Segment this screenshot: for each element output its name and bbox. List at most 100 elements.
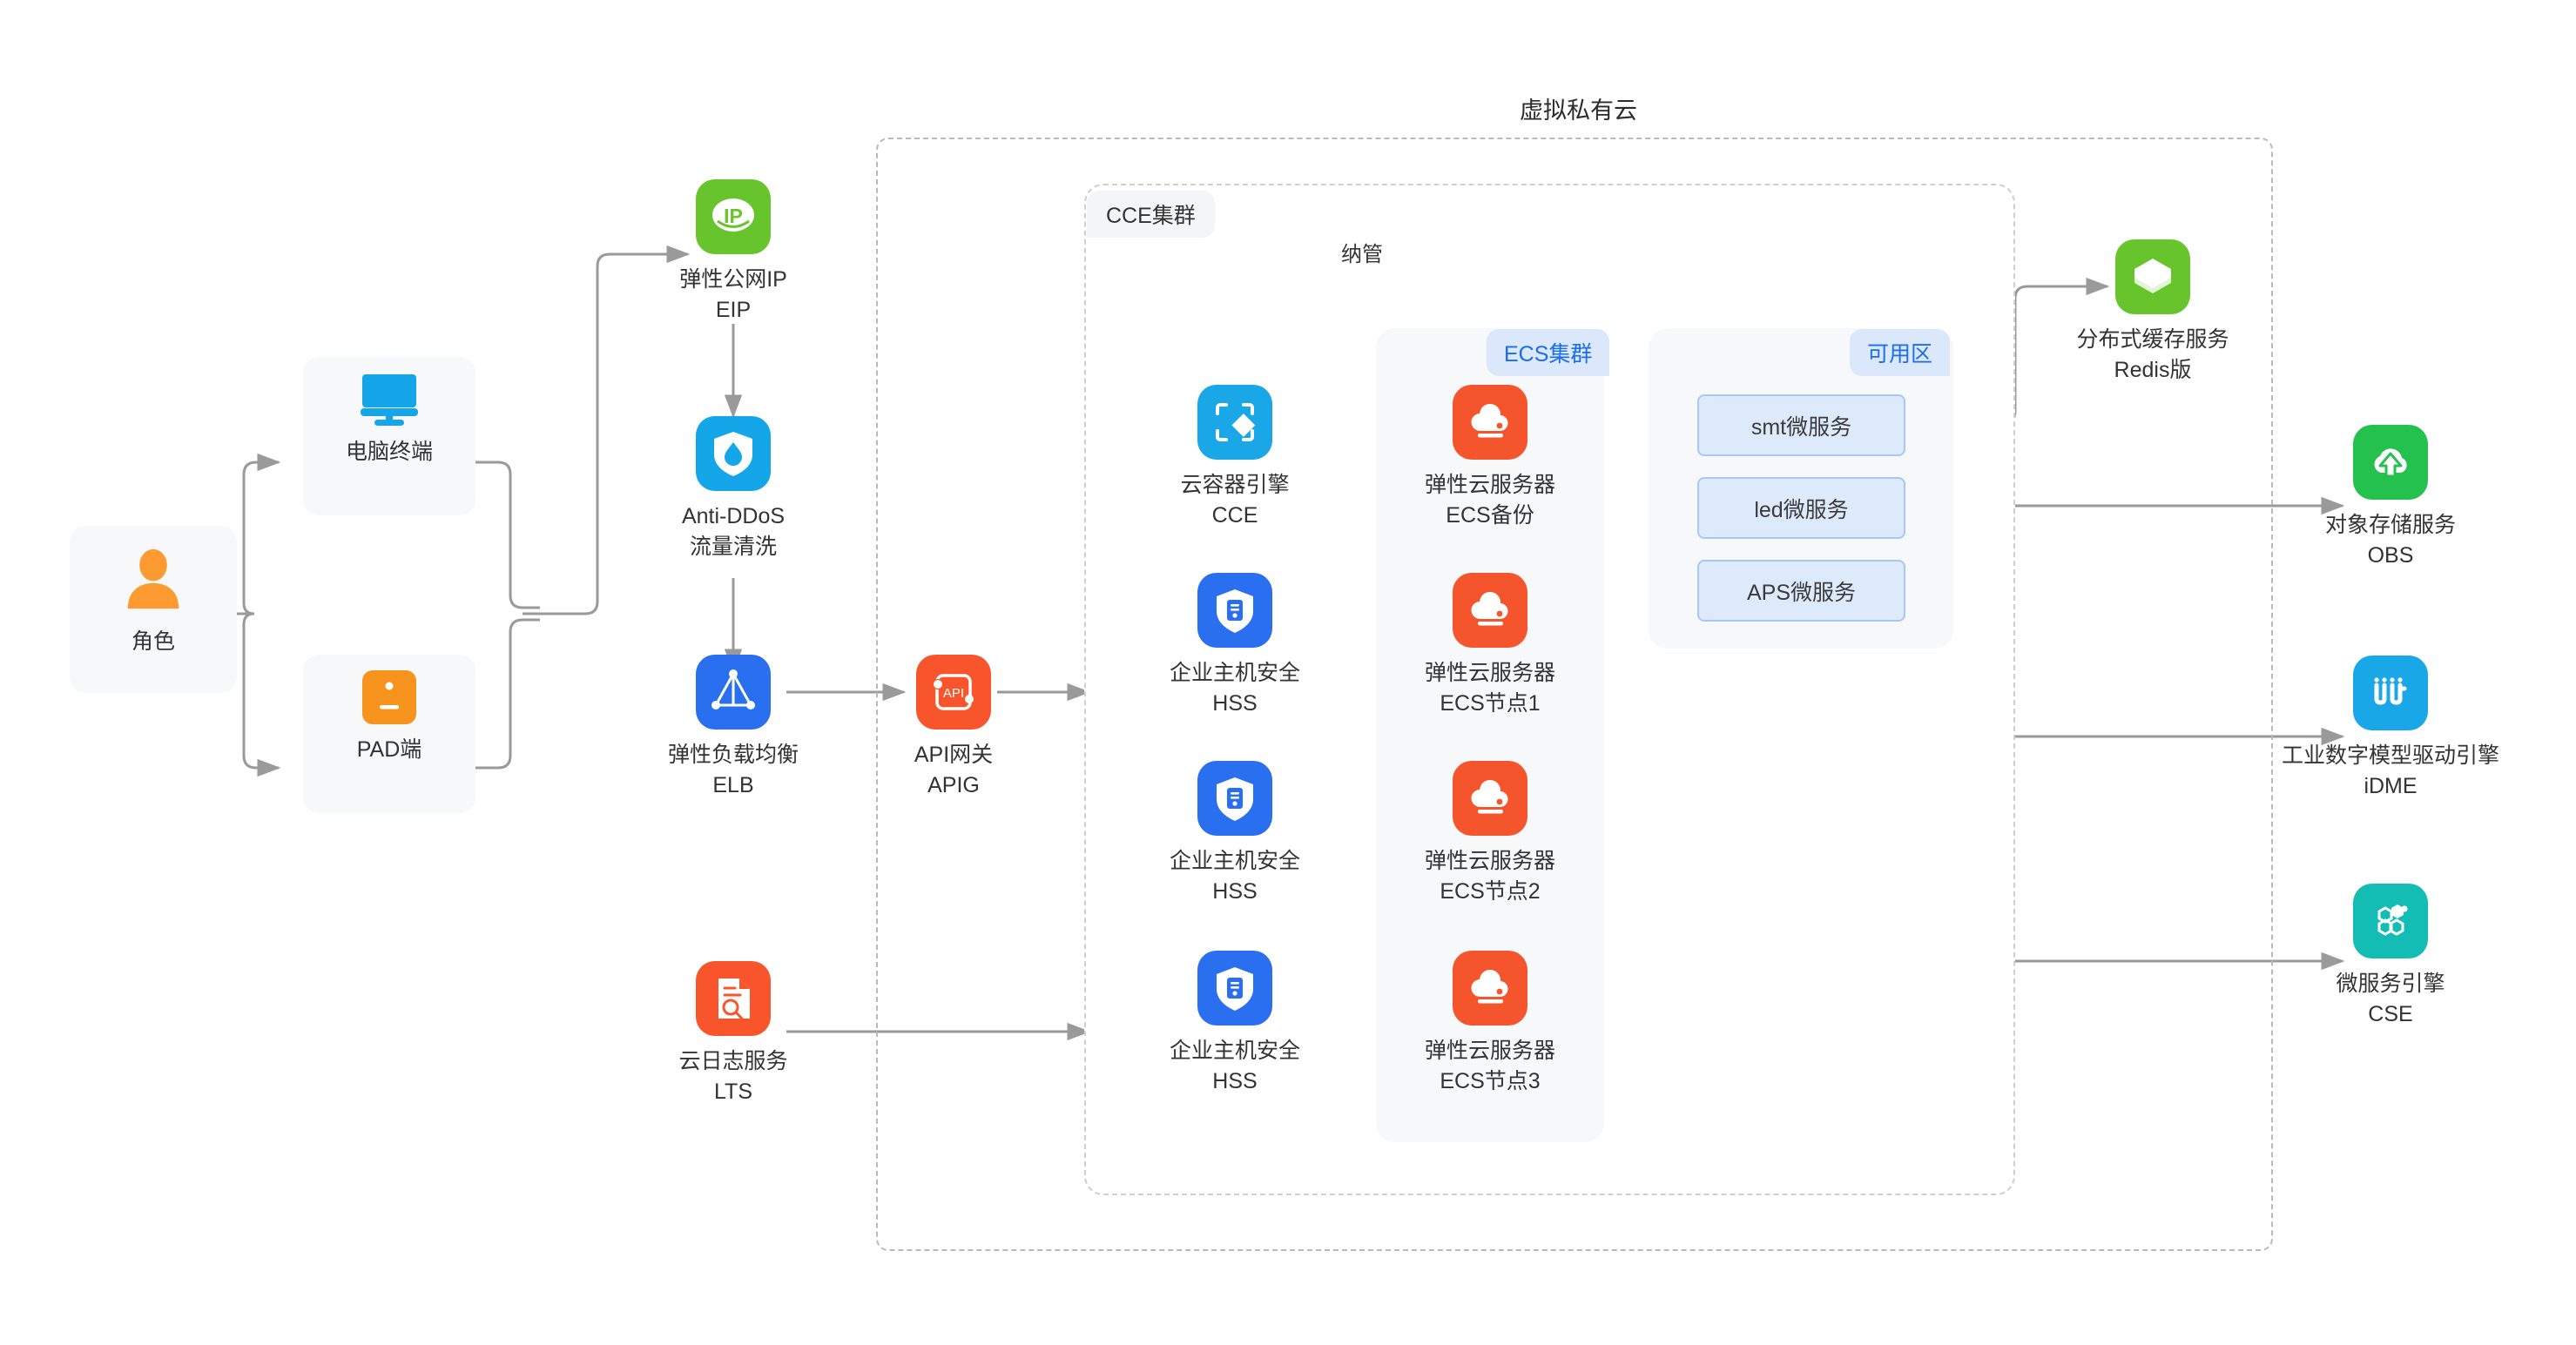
node-hss-1-name: 企业主机安全 — [1170, 661, 1301, 685]
elb-icon — [696, 655, 771, 730]
node-hss-1-label: 企业主机安全 HSS — [1170, 658, 1300, 719]
microservice-chip-aps[interactable]: APS微服务 — [1697, 560, 1905, 622]
svg-text:API: API — [943, 686, 964, 701]
node-pc-terminal-label: 电脑终端 — [346, 440, 434, 464]
node-idme-label: 工业数字模型驱动引擎 iDME — [2282, 741, 2499, 802]
node-ecs-node-2-name: 弹性云服务器 — [1425, 849, 1556, 873]
node-pc-terminal[interactable]: 电脑终端 — [346, 373, 434, 467]
node-cce-label: 云容器引擎 CCE — [1181, 470, 1290, 531]
node-ecs-node-2-label: 弹性云服务器 ECS节点2 — [1425, 846, 1555, 907]
node-idme[interactable]: 工业数字模型驱动引擎 iDME — [2282, 656, 2499, 802]
node-eip[interactable]: IP 弹性公网IP EIP — [679, 179, 787, 326]
manage-edge-label: 纳管 — [1341, 243, 1383, 266]
node-hss-3[interactable]: 企业主机安全 HSS — [1170, 951, 1300, 1097]
node-ecs-node-3-label: 弹性云服务器 ECS节点3 — [1425, 1036, 1555, 1097]
node-obs-label: 对象存储服务 OBS — [2325, 510, 2456, 571]
tablet-icon — [362, 670, 416, 724]
ecs-icon — [1453, 951, 1527, 1026]
node-hss-2[interactable]: 企业主机安全 HSS — [1170, 761, 1300, 907]
log-search-icon — [696, 961, 771, 1036]
node-hss-3-name: 企业主机安全 — [1170, 1039, 1301, 1063]
cse-honeycomb-icon — [2353, 884, 2428, 958]
node-hss-2-label: 企业主机安全 HSS — [1170, 846, 1300, 907]
node-elb-code: ELB — [712, 773, 754, 797]
node-pad-terminal[interactable]: PAD端 — [352, 670, 427, 765]
node-obs-name: 对象存储服务 — [2325, 513, 2457, 537]
node-ecs-node-1-label: 弹性云服务器 ECS节点1 — [1425, 658, 1555, 719]
node-elb[interactable]: 弹性负载均衡 ELB — [668, 655, 799, 801]
node-ecs-node-3[interactable]: 弹性云服务器 ECS节点3 — [1425, 951, 1555, 1097]
node-role-label: 角色 — [131, 629, 175, 654]
node-pad-terminal-label: PAD端 — [356, 737, 422, 762]
cce-cluster-tab: CCE集群 — [1087, 191, 1215, 238]
node-obs-code: OBS — [2367, 543, 2414, 568]
hss-icon — [1197, 573, 1272, 648]
vpc-title: 虚拟私有云 — [1520, 98, 1637, 124]
node-anti-ddos-name: Anti-DDoS — [681, 504, 786, 528]
node-elb-name: 弹性负载均衡 — [668, 743, 799, 767]
role-icon — [116, 541, 191, 616]
node-anti-ddos[interactable]: Anti-DDoS 流量清洗 — [682, 416, 785, 562]
node-obs[interactable]: 对象存储服务 OBS — [2325, 425, 2456, 571]
node-cce-code: CCE — [1211, 503, 1258, 528]
node-hss-2-name: 企业主机安全 — [1170, 849, 1301, 873]
node-ecs-node-1-name: 弹性云服务器 — [1425, 661, 1556, 685]
api-gateway-icon: API — [916, 655, 991, 730]
node-cse[interactable]: 微服务引擎 CSE — [2337, 884, 2445, 1030]
microservice-chip-smt[interactable]: smt微服务 — [1697, 394, 1905, 456]
availability-zone-tab: 可用区 — [1850, 329, 1951, 376]
node-idme-code: iDME — [2364, 774, 2418, 798]
node-ecs-backup-code: ECS备份 — [1446, 503, 1534, 528]
node-ecs-node-2-code: ECS节点2 — [1440, 879, 1541, 904]
ecs-icon — [1453, 573, 1527, 648]
node-lts-name: 云日志服务 — [678, 1049, 788, 1073]
node-apig-code: APIG — [927, 773, 980, 797]
node-redis-code: Redis版 — [2114, 358, 2192, 382]
ecs-cluster-tab: ECS集群 — [1487, 329, 1610, 376]
node-cse-name: 微服务引擎 — [2336, 972, 2445, 996]
node-cse-code: CSE — [2368, 1002, 2413, 1026]
node-role[interactable]: 角色 — [113, 541, 193, 657]
node-lts[interactable]: 云日志服务 LTS — [679, 961, 788, 1107]
node-hss-1-code: HSS — [1212, 691, 1258, 716]
node-ecs-backup[interactable]: 弹性云服务器 ECS备份 — [1425, 385, 1555, 531]
node-eip-label: 弹性公网IP EIP — [679, 265, 787, 326]
redis-cache-icon — [2115, 239, 2190, 314]
obs-cloud-upload-icon — [2353, 425, 2428, 500]
node-eip-name: 弹性公网IP — [679, 267, 787, 292]
cce-icon — [1197, 385, 1272, 460]
node-ecs-node-1[interactable]: 弹性云服务器 ECS节点1 — [1425, 573, 1555, 719]
node-apig[interactable]: API API网关 APIG — [914, 655, 994, 801]
node-ecs-backup-label: 弹性云服务器 ECS备份 — [1425, 470, 1555, 531]
microservice-chip-led[interactable]: led微服务 — [1697, 477, 1905, 539]
monitor-icon — [352, 373, 427, 427]
shield-drop-icon — [696, 416, 771, 491]
ecs-icon — [1453, 761, 1527, 836]
node-apig-name: API网关 — [914, 743, 994, 767]
idme-icon — [2353, 656, 2428, 730]
node-ecs-node-3-code: ECS节点3 — [1440, 1069, 1541, 1093]
node-idme-name: 工业数字模型驱动引擎 — [2282, 743, 2500, 768]
node-redis[interactable]: 分布式缓存服务 Redis版 — [2077, 239, 2229, 386]
ecs-icon — [1453, 385, 1527, 460]
node-cce[interactable]: 云容器引擎 CCE — [1181, 385, 1290, 531]
hss-icon — [1197, 761, 1272, 836]
node-hss-2-code: HSS — [1212, 879, 1258, 904]
node-eip-code: EIP — [715, 298, 752, 322]
node-ecs-node-1-code: ECS节点1 — [1440, 691, 1541, 716]
node-lts-code: LTS — [714, 1079, 752, 1104]
node-ecs-node-2[interactable]: 弹性云服务器 ECS节点2 — [1425, 761, 1555, 907]
node-hss-3-code: HSS — [1212, 1069, 1258, 1093]
node-elb-label: 弹性负载均衡 ELB — [668, 740, 799, 801]
node-lts-label: 云日志服务 LTS — [679, 1046, 788, 1107]
node-cse-label: 微服务引擎 CSE — [2337, 969, 2445, 1030]
node-ecs-node-3-name: 弹性云服务器 — [1425, 1039, 1556, 1063]
node-redis-label: 分布式缓存服务 Redis版 — [2077, 325, 2229, 386]
node-hss-3-label: 企业主机安全 HSS — [1170, 1036, 1300, 1097]
svg-text:IP: IP — [724, 205, 743, 227]
node-hss-1[interactable]: 企业主机安全 HSS — [1170, 573, 1300, 719]
node-redis-name: 分布式缓存服务 — [2076, 327, 2229, 352]
node-ecs-backup-name: 弹性云服务器 — [1425, 473, 1556, 497]
vpc-region — [876, 138, 2273, 1251]
